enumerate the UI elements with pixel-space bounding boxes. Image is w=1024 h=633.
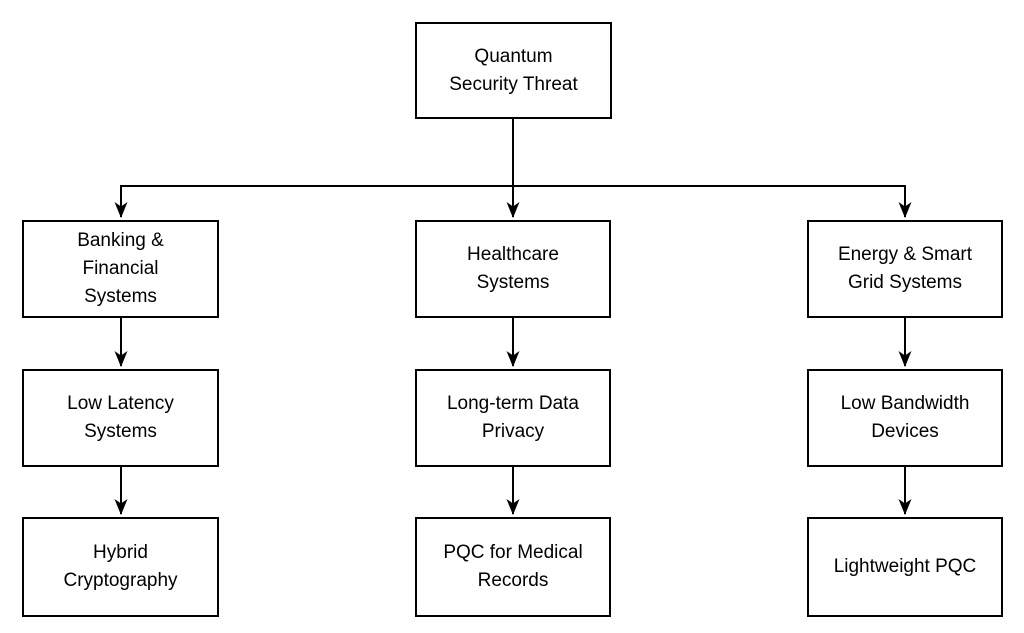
- node-label-line: Healthcare: [467, 244, 559, 265]
- node-label-line: Systems: [476, 272, 550, 293]
- node-low-bandwidth-devices: Low Bandwidth Devices: [807, 369, 1003, 467]
- node-label-line: Financial: [82, 258, 159, 279]
- node-label-line: Energy & Smart: [837, 244, 973, 265]
- node-label-line: Records: [477, 570, 549, 591]
- node-label-line: Security Threat: [449, 73, 578, 95]
- node-label-line: Cryptography: [63, 570, 178, 591]
- node-quantum-security-threat: Quantum Security Threat: [415, 22, 612, 119]
- node-label-line: PQC for Medical: [443, 542, 583, 563]
- node-long-term-data-privacy: Long-term Data Privacy: [415, 369, 611, 467]
- node-label-line: Quantum: [474, 45, 553, 67]
- node-banking-financial-systems: Banking & Financial Systems: [22, 220, 219, 318]
- node-label-line: Hybrid: [93, 542, 148, 563]
- node-label-line: Devices: [871, 421, 939, 442]
- node-label-line: Long-term Data: [446, 393, 579, 414]
- node-energy-smart-grid-systems: Energy & Smart Grid Systems: [807, 220, 1003, 318]
- node-pqc-for-medical-records: PQC for Medical Records: [415, 517, 611, 617]
- node-label-line: Lightweight PQC: [833, 556, 977, 577]
- node-label-line: Low Latency: [67, 393, 174, 414]
- node-label-line: Grid Systems: [847, 272, 963, 293]
- node-low-latency-systems: Low Latency Systems: [22, 369, 219, 467]
- node-healthcare-systems: Healthcare Systems: [415, 220, 611, 318]
- node-label-line: Low Bandwidth: [840, 393, 970, 414]
- node-lightweight-pqc: Lightweight PQC: [807, 517, 1003, 617]
- node-label-line: Systems: [84, 286, 157, 307]
- node-label-line: Banking &: [77, 230, 164, 251]
- node-label-line: Privacy: [481, 421, 545, 442]
- node-hybrid-cryptography: Hybrid Cryptography: [22, 517, 219, 617]
- node-label-line: Systems: [84, 421, 157, 442]
